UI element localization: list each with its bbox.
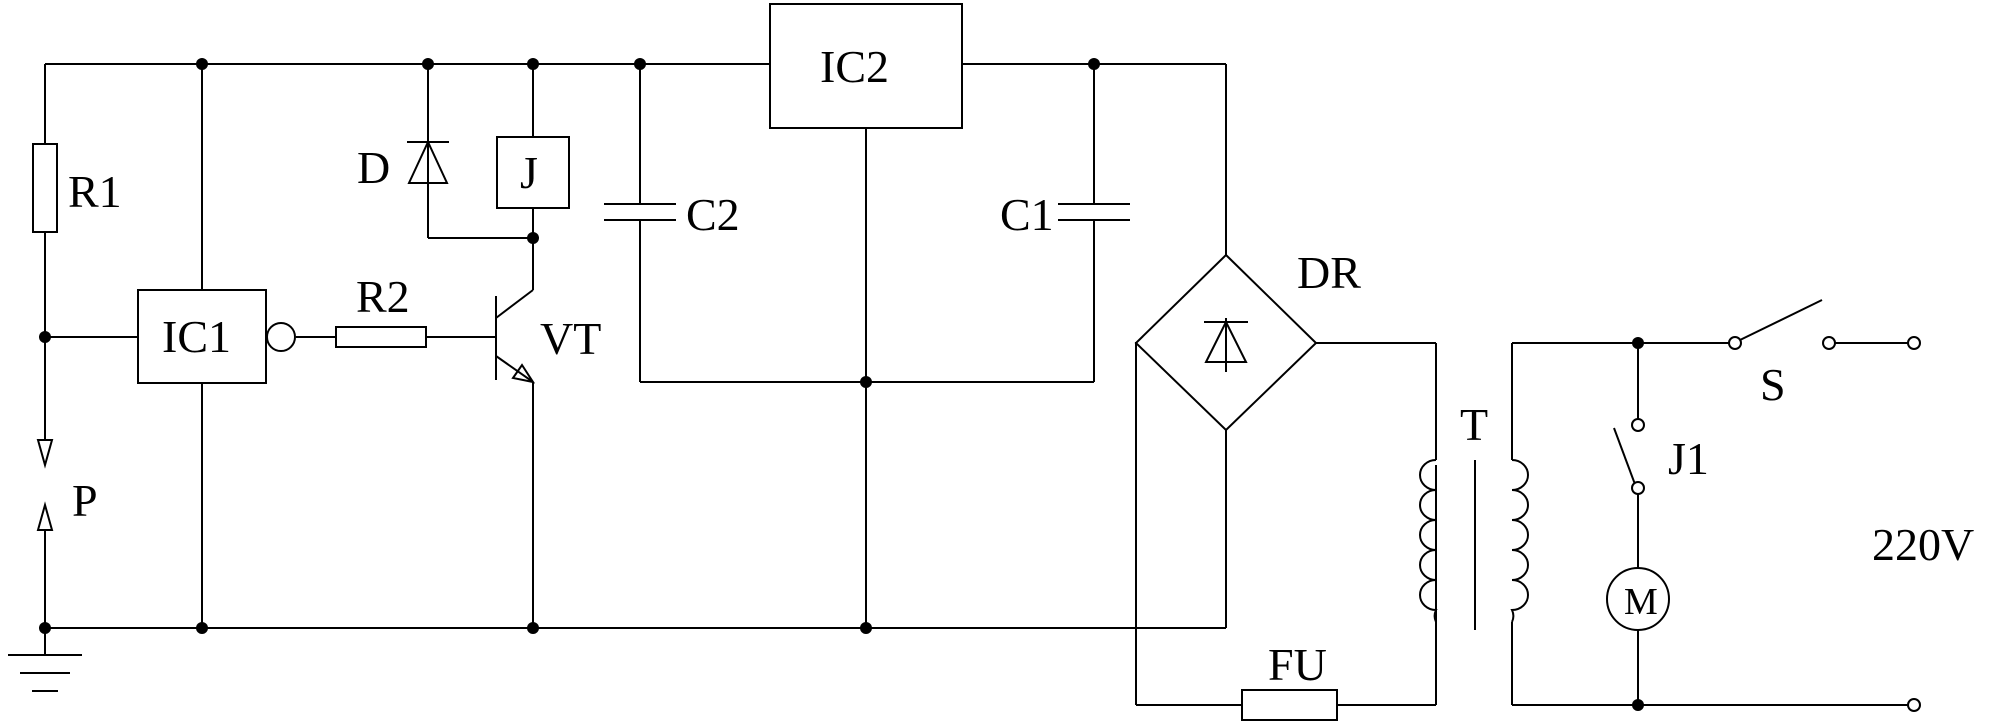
ic1-inverter-bubble [266,322,296,352]
motor-m [1606,567,1670,631]
label-c1: C1 [1000,189,1054,240]
label-r1: R1 [68,166,122,217]
ic1-block [137,289,267,384]
label-r2: R2 [356,271,410,322]
capacitor-c1 [1058,203,1130,221]
label-fu: FU [1268,639,1327,690]
transformer-t [1419,459,1529,630]
relay-coil-j [496,136,570,209]
capacitor-c2 [604,203,676,221]
probe-p [36,439,54,531]
resistor-r1 [32,143,58,233]
junction-dots [39,58,1644,711]
label-p: P [72,475,98,526]
switch-s [1728,299,1836,350]
label-c2: C2 [686,189,740,240]
ic2-block [769,3,963,129]
ground-icon [8,654,82,692]
wires [44,63,1909,706]
label-dr: DR [1297,247,1361,298]
relay-contact-j1 [1613,418,1645,495]
terminal-bottom [1907,698,1921,712]
label-j: J [520,147,538,198]
fuse-fu [1241,689,1338,721]
label-ic1: IC1 [162,311,231,362]
label-s: S [1760,359,1786,410]
label-ic2: IC2 [820,41,889,92]
label-d: D [357,142,390,193]
transistor-vt [495,289,536,384]
label-t: T [1460,399,1488,450]
label-vt: VT [540,313,601,364]
resistor-r2 [335,326,427,348]
bridge-rectifier-dr [1134,253,1318,432]
label-voltage: 220V [1872,519,1974,570]
diode-d [407,139,449,184]
label-m: M [1624,581,1658,623]
terminal-top [1907,336,1921,350]
label-j1: J1 [1668,433,1709,484]
